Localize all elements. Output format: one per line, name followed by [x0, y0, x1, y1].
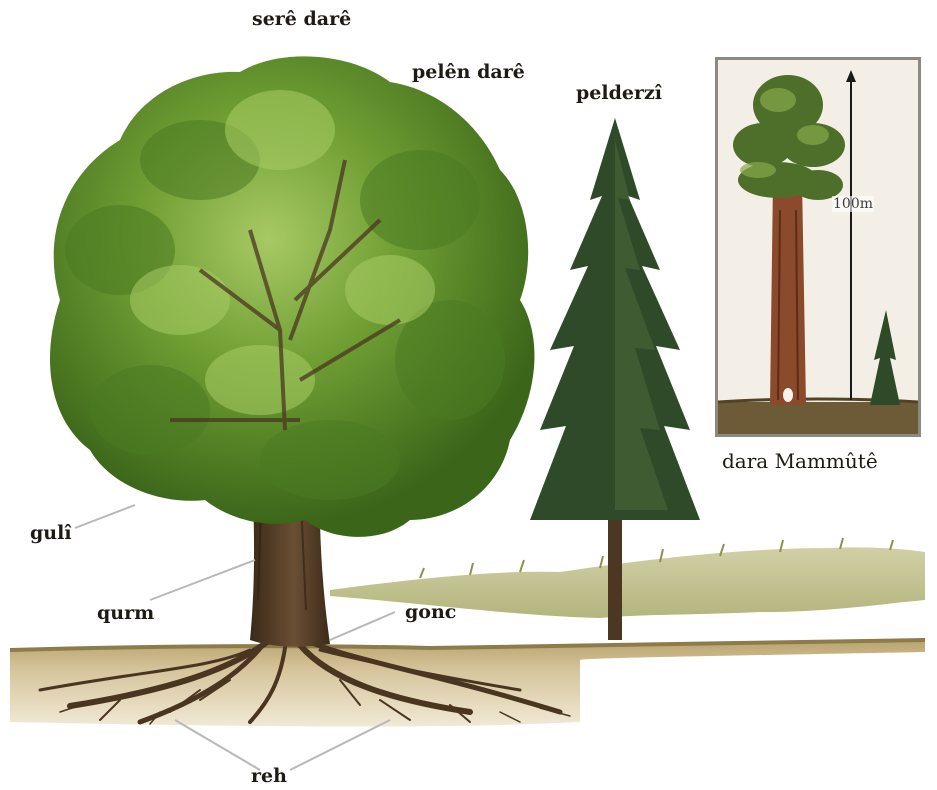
sequoia-illustration	[718, 60, 918, 434]
trunk-label: qurm	[97, 602, 154, 624]
leader-lines	[75, 505, 395, 770]
crown-label: serê darê	[252, 8, 351, 30]
branch-label: pelên darê	[412, 61, 525, 83]
leaf-label: gulî	[30, 522, 72, 544]
sequoia-label: dara Mammûtê	[722, 449, 878, 473]
sequoia-inset	[715, 57, 921, 437]
root-label: reh	[251, 765, 287, 787]
tree-crown	[50, 56, 534, 537]
height-label: 100m	[832, 196, 874, 212]
stem-label: gonc	[405, 601, 456, 623]
pine-label: pelderzî	[576, 82, 662, 104]
